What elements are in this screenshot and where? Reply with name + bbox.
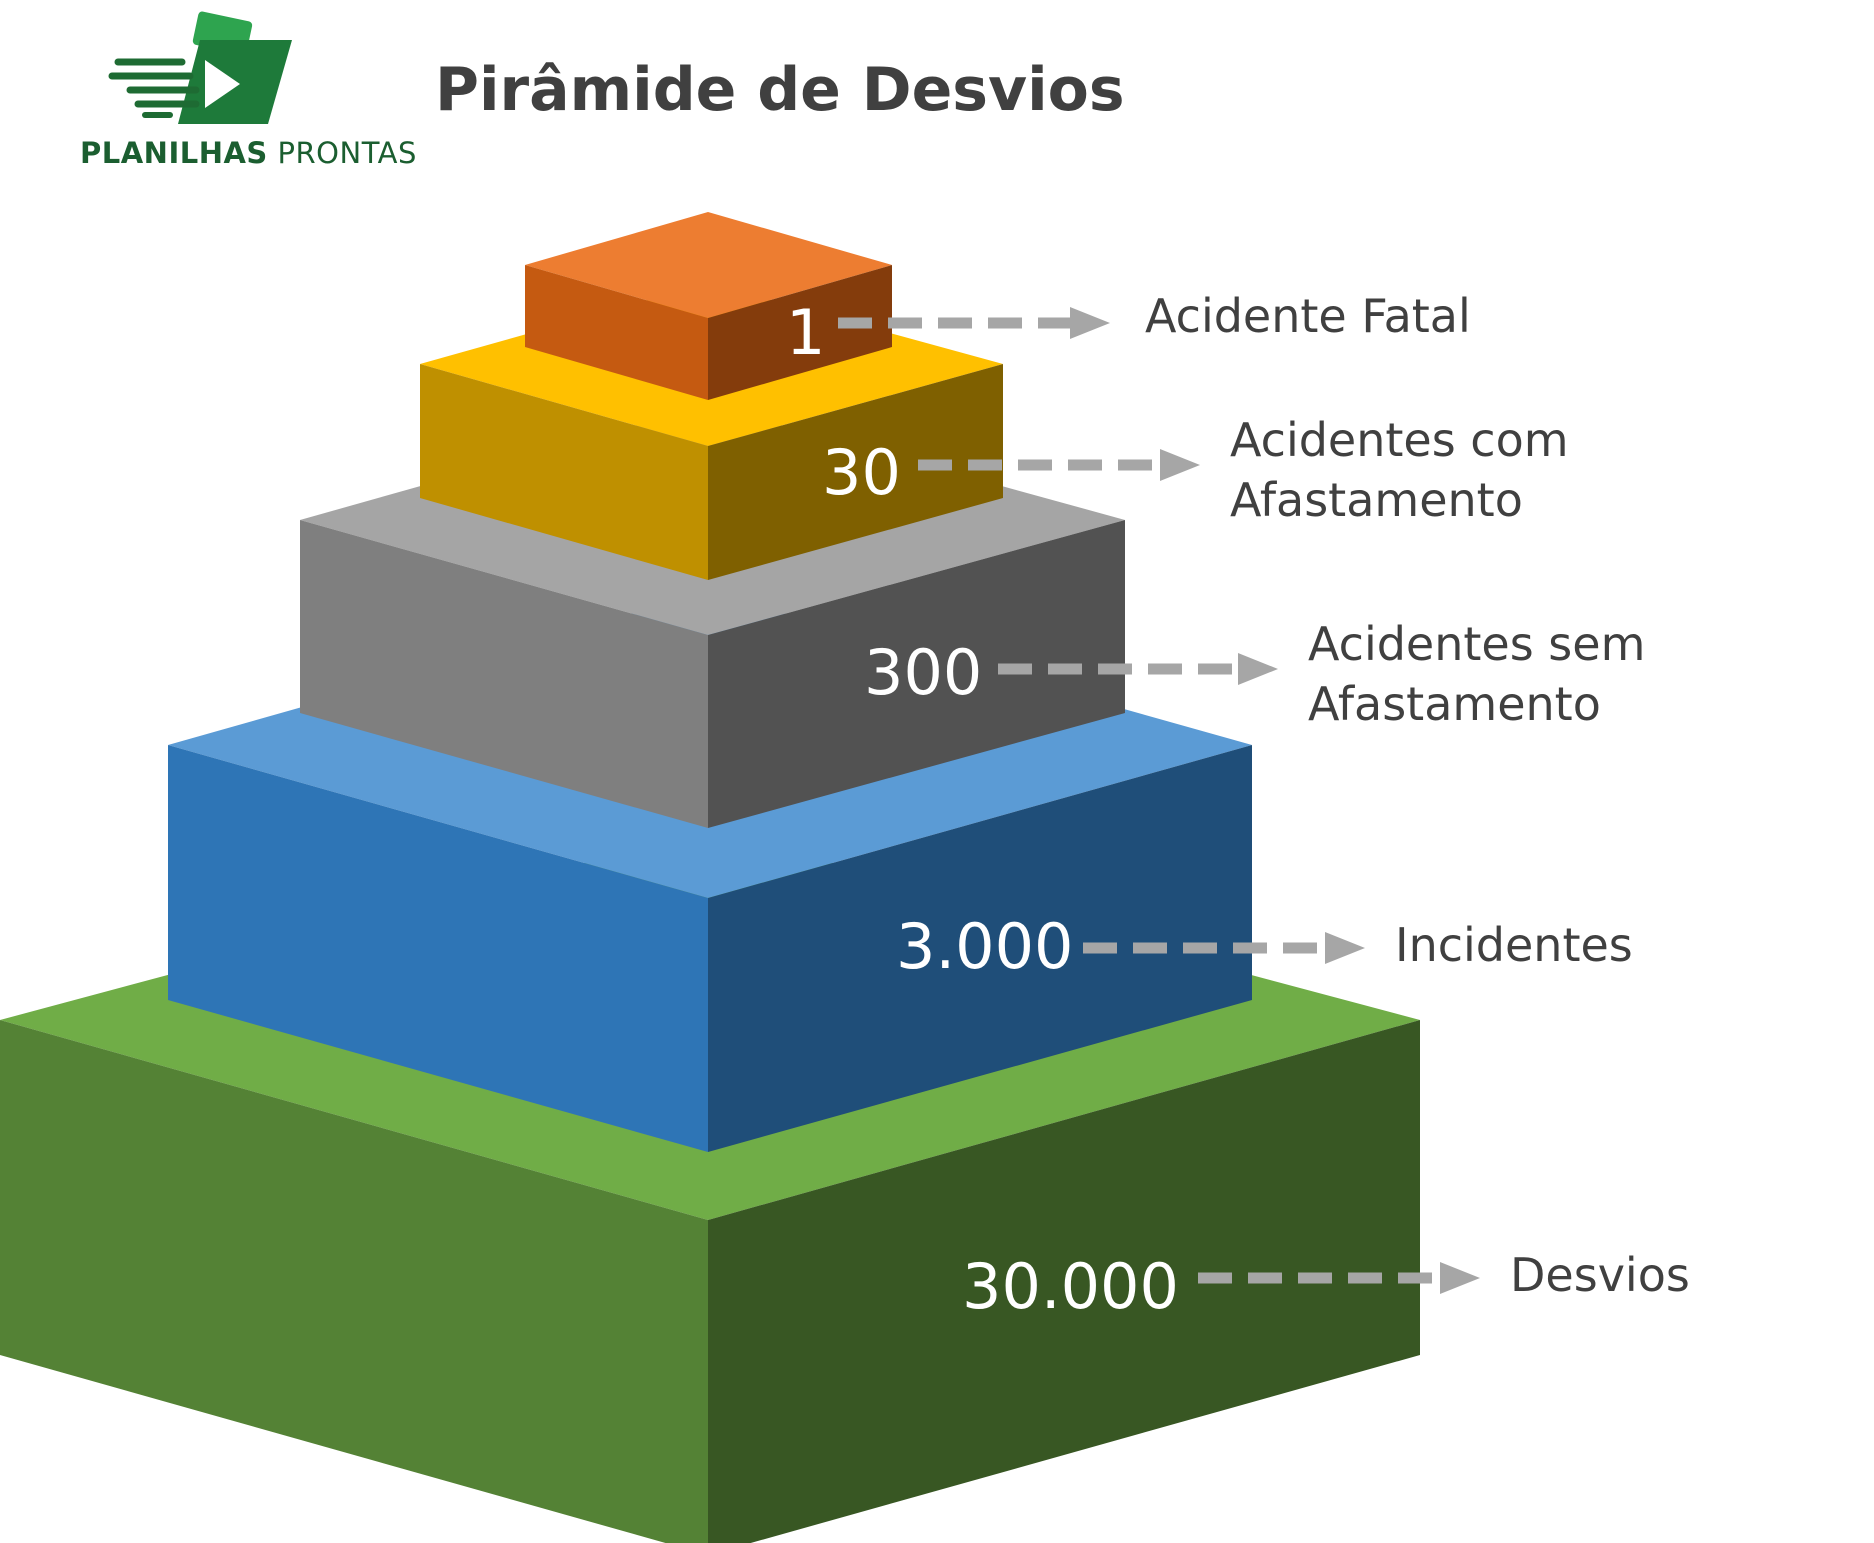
page-title: Pirâmide de Desvios [435,55,1125,125]
arrow-level-1 [838,307,1110,339]
value-level-3: 300 [864,636,983,709]
arrow-level-4 [1083,932,1365,964]
arrow-level-2 [918,449,1200,481]
arrow-level-5 [1198,1262,1480,1294]
value-level-2: 30 [822,436,901,509]
label-level-3-line2: Afastamento [1308,677,1601,731]
label-level-1: Acidente Fatal [1145,286,1471,346]
label-level-2-line1: Acidentes com [1230,413,1569,467]
label-level-5: Desvios [1510,1245,1690,1305]
arrow-level-3 [998,653,1278,685]
label-level-2: Acidentes com Afastamento [1230,410,1569,530]
value-level-1: 1 [786,296,826,369]
logo-text-bold: PLANILHAS [80,136,268,170]
logo-text: PLANILHAS PRONTAS [80,136,417,170]
folder-arrow-icon [108,11,292,124]
pyramid-level-acidente-fatal [525,212,892,400]
logo-text-light: PRONTAS [267,136,417,170]
label-level-4: Incidentes [1395,915,1633,975]
label-level-2-line2: Afastamento [1230,473,1523,527]
value-level-5: 30.000 [962,1250,1179,1323]
label-level-5-line1: Desvios [1510,1248,1690,1302]
value-level-4: 3.000 [896,910,1074,983]
label-level-4-line1: Incidentes [1395,918,1633,972]
label-level-3-line1: Acidentes sem [1308,617,1646,671]
label-level-1-line1: Acidente Fatal [1145,289,1471,343]
label-level-3: Acidentes sem Afastamento [1308,614,1645,734]
